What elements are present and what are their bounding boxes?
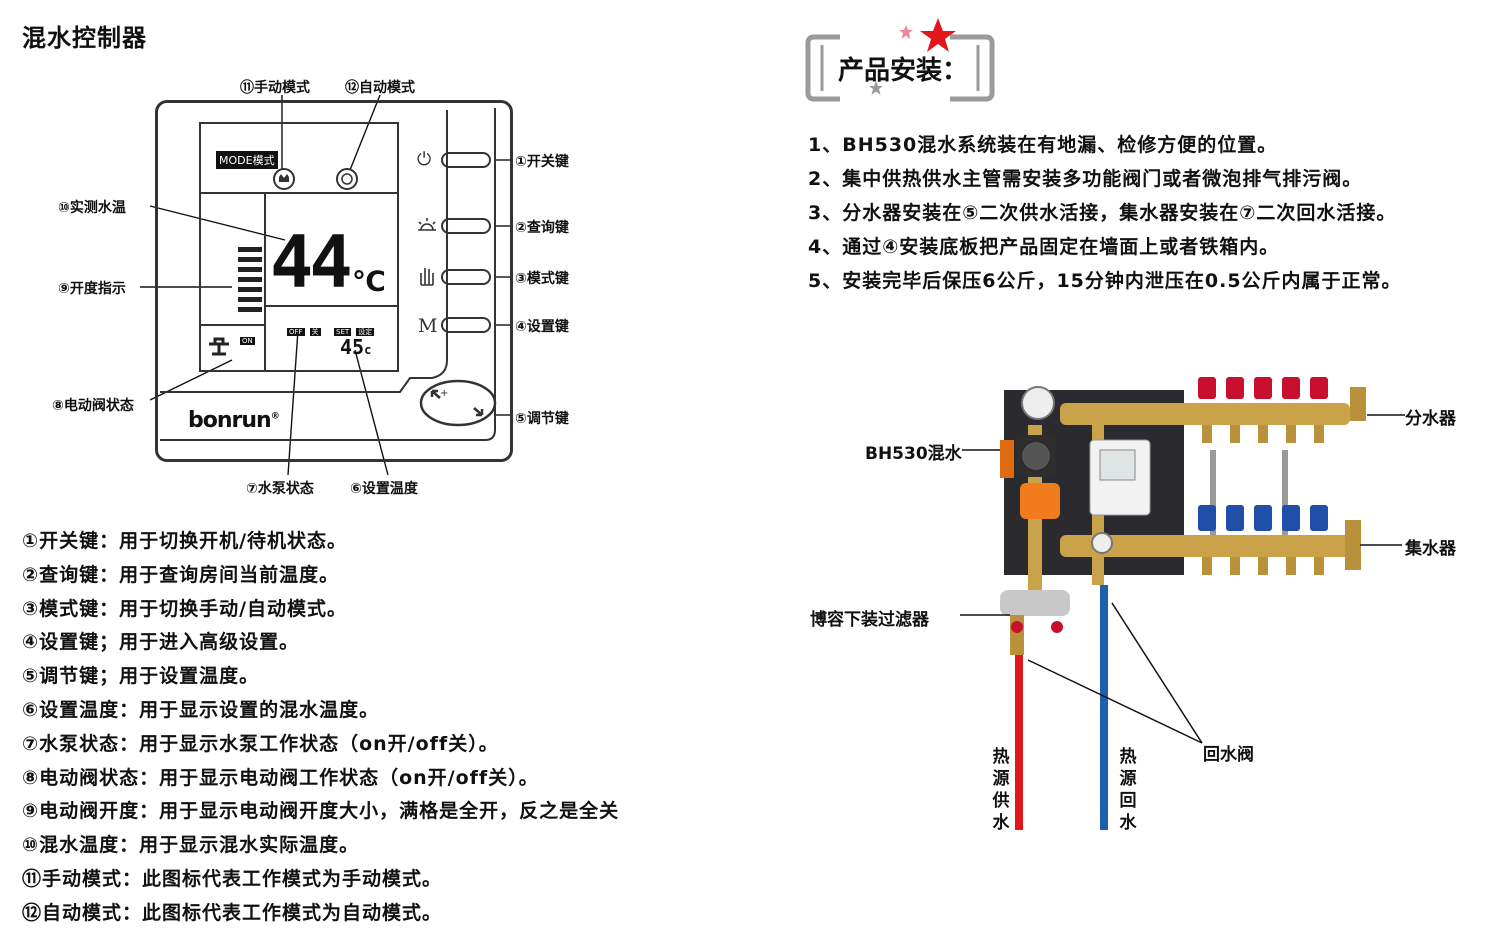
brand-logo: bonrun® [188,408,280,433]
install-step: 2、集中供热供水主管需安装多功能阀门或者微泡排气排污阀。 [808,168,1363,190]
return-pipe [1100,585,1108,830]
adjust-dial-icon[interactable]: + [418,378,498,428]
set-key[interactable] [441,317,491,333]
install-step: 3、分水器安装在⑤二次供水活接，集水器安装在⑦二次回水活接。 [808,202,1397,224]
set-tag: SET [334,328,352,336]
callout-manual-mode: ⑪手动模式 [240,80,310,96]
install-step: 5、安装完毕后保压6公斤，15分钟内泄压在0.5公斤内属于正常。 [808,270,1402,292]
label-return-valve: 回水阀 [1203,745,1254,765]
query-key[interactable] [441,218,491,234]
power-icon: ⏻ [417,149,432,170]
callout-auto-mode: ⑫自动模式 [345,80,415,96]
label-bh530: BH530混水 [865,444,962,464]
svg-text:+: + [440,388,448,399]
return-char: 源 [1119,769,1137,789]
list-item: ⑫自动模式：此图标代表工作模式为自动模式。 [22,901,443,924]
install-title: 产品安装： [838,56,969,86]
label-return-water: 热 源 回 水 [1118,746,1138,834]
controller-screen [199,122,399,372]
description-list: ①开关键：用于切换开机/待机状态。 ②查询键：用于查询房间当前温度。 ③模式键：… [22,526,619,932]
brand-mark: ® [270,411,280,422]
mode-tag: MODE模式 [216,151,278,169]
label-collector: 集水器 [1405,539,1456,559]
product-photo [1000,377,1366,830]
return-char: 回 [1119,791,1137,811]
m-letter-icon: M [418,315,438,337]
set-temp-value: 45 [340,335,365,359]
install-step: 4、通过④安装底板把产品固定在墙面上或者铁箱内。 [808,236,1280,258]
callout-set-temp: ⑥设置温度 [350,481,418,497]
install-step: 1、BH530混水系统装在有地漏、检修方便的位置。 [808,134,1278,156]
callout-opening-indicator: ⑨开度指示 [58,281,126,297]
return-char: 水 [1119,813,1137,833]
manual-mode-icon [273,168,295,190]
callout-mode-key: ③模式键 [515,271,569,287]
list-item: ⑩混水温度：用于显示混水实际温度。 [22,834,360,857]
supply-char: 水 [992,813,1010,833]
star-pink-icon [899,25,913,39]
pump-status-tag: OFF 关 [287,319,321,338]
page-title: 混水控制器 [22,24,147,52]
power-key[interactable] [441,152,491,168]
controller-body [155,100,513,462]
list-item: ⑪手动模式：此图标代表工作模式为手动模式。 [22,867,443,890]
list-item: ⑥设置温度：用于显示设置的混水温度。 [22,698,380,721]
list-item: ③模式键：用于切换手动/自动模式。 [22,597,348,620]
valve-icon [209,337,229,356]
callout-valve-status: ⑧电动阀状态 [52,398,134,414]
valve-on-tag: ON [240,337,255,345]
star-red-icon [920,18,956,52]
callout-power-key: ①开关键 [515,154,569,170]
supply-char: 供 [992,791,1010,811]
controller-diagram: ⑪手动模式 ⑫自动模式 ⑩实测水温 ⑨开度指示 ⑧电动阀状态 ⑦水泵状态 ⑥设置… [0,0,760,500]
list-item: ⑤调节键；用于设置温度。 [22,665,260,688]
supply-pipe [1015,605,1023,830]
list-item: ⑦水泵状态：用于显示水泵工作状态（on开/off关）。 [22,732,499,755]
measured-temperature: 44 [270,220,353,304]
callout-adjust-key: ⑤调节键 [515,411,569,427]
pump-off-tag: OFF [287,328,305,336]
list-item: ①开关键：用于切换开机/待机状态。 [22,530,348,552]
callout-pump-status: ⑦水泵状态 [246,481,314,497]
opening-level-bars [238,247,262,312]
callout-measured-temp: ⑩实测水温 [58,200,126,216]
supply-char: 源 [992,769,1010,789]
list-item: ⑧电动阀状态：用于显示电动阀工作状态（on开/off关）。 [22,766,539,789]
label-supply-water: 热 源 供 水 [991,746,1011,834]
mode-key[interactable] [441,269,491,285]
label-distributor: 分水器 [1405,409,1456,429]
set-temp-tag: SET 设定 [334,319,375,338]
callout-query-key: ②查询键 [515,220,569,236]
set-temperature: 45c [340,335,371,359]
callout-lines [140,94,512,476]
list-item: ④设置键；用于进入高级设置。 [22,631,300,654]
star-gray-icon [869,81,883,95]
sun-icon [418,218,436,231]
install-title-frame [805,34,995,102]
label-filter: 博容下装过滤器 [810,610,929,630]
hand-icon [420,268,434,286]
callout-set-key: ④设置键 [515,319,569,335]
list-item: ②查询键：用于查询房间当前温度。 [22,563,340,586]
pump-off-char: 关 [309,328,321,336]
return-char: 热 [1119,747,1137,767]
product-callout-lines [960,414,1405,744]
supply-char: 热 [992,747,1010,767]
measured-temp-unit: ℃ [352,265,386,298]
set-temp-unit: c [364,343,372,357]
auto-mode-icon [336,168,358,190]
set-tag-char: 设定 [356,328,375,336]
brand-text: bonrun [188,408,272,433]
list-item: ⑨电动阀开度：用于显示电动阀开度大小，满格是全开，反之是全关 [22,800,620,823]
